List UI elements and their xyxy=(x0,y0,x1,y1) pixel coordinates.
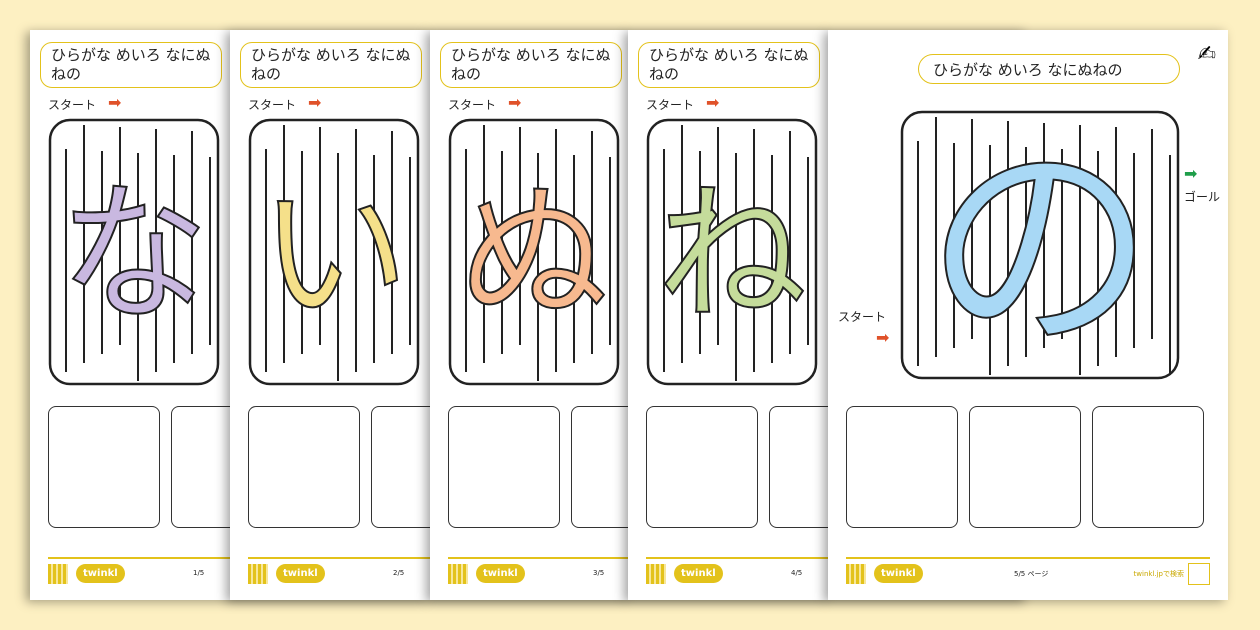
worksheet-title: ひらがな めいろ なにぬねの xyxy=(638,42,820,88)
worksheet-title: ひらがな めいろ なにぬねの xyxy=(918,54,1180,84)
search-text: twinkl.jpで検索 xyxy=(1133,570,1184,578)
worksheet-title: ひらがな めいろ なにぬねの xyxy=(40,42,222,88)
page-number: 1/5 xyxy=(193,569,205,577)
maze: な xyxy=(48,118,220,386)
maze-character: ぬ xyxy=(459,168,609,342)
page-number: 5/5 ページ xyxy=(1014,570,1049,578)
maze: い xyxy=(248,118,420,386)
maze-character: な xyxy=(59,168,209,342)
qr-code xyxy=(48,564,68,584)
page-number: 4/5 xyxy=(791,569,803,577)
qr-code xyxy=(448,564,468,584)
illustration-stuffed-bunny xyxy=(448,406,560,528)
start-label: スタート xyxy=(48,98,97,112)
twinkl-logo: twinkl xyxy=(76,564,125,583)
illustration-boy-with-flag xyxy=(248,406,360,528)
illustration-saw xyxy=(846,406,958,528)
page-number: 2/5 xyxy=(393,569,405,577)
worksheet-title: ひらがな めいろ なにぬねの xyxy=(240,42,422,88)
start-label: スタート xyxy=(448,98,497,112)
maze: の xyxy=(900,110,1180,380)
maze-character: い xyxy=(259,168,409,342)
goal-arrow-icon: ➡ xyxy=(1184,164,1198,183)
worksheet-page: ひらがな めいろ なにぬねの ✍ の ➡ スタート ➡ ゴール twinkl 5… xyxy=(828,30,1228,600)
twinkl-logo: twinkl xyxy=(476,564,525,583)
start-label: スタート xyxy=(646,98,695,112)
twinkl-logo: twinkl xyxy=(674,564,723,583)
maze-character: ね xyxy=(657,168,807,342)
worksheet-title: ひらがな めいろ なにぬねの xyxy=(440,42,622,88)
maze: ぬ xyxy=(448,118,620,386)
twinkl-logo: twinkl xyxy=(276,564,325,583)
start-label: スタート xyxy=(248,98,297,112)
qr-code xyxy=(248,564,268,584)
illustration-jump-rope-boy xyxy=(48,406,160,528)
twinkl-logo: twinkl xyxy=(874,564,923,583)
start-label: スタート xyxy=(838,310,887,324)
goal-label: ゴール xyxy=(1184,190,1221,204)
illustration-cat xyxy=(646,406,758,528)
page-number: 3/5 xyxy=(593,569,605,577)
start-arrow-icon: ➡ xyxy=(108,93,122,112)
illustration-sushi-rolls xyxy=(969,406,1081,528)
start-arrow-icon: ➡ xyxy=(308,93,322,112)
maze-character: の xyxy=(925,116,1155,380)
start-arrow-icon: ➡ xyxy=(706,93,720,112)
illustration-farmers xyxy=(1092,406,1204,528)
badge-icon xyxy=(1188,563,1210,585)
maze: ね xyxy=(646,118,818,386)
pencil-hand-icon: ✍ xyxy=(1197,42,1216,67)
footer: twinkl 5/5 ページ twinkl.jpで検索 xyxy=(846,557,1210,589)
qr-code xyxy=(646,564,666,584)
qr-code xyxy=(846,564,866,584)
start-arrow-icon: ➡ xyxy=(876,328,890,347)
start-arrow-icon: ➡ xyxy=(508,93,522,112)
